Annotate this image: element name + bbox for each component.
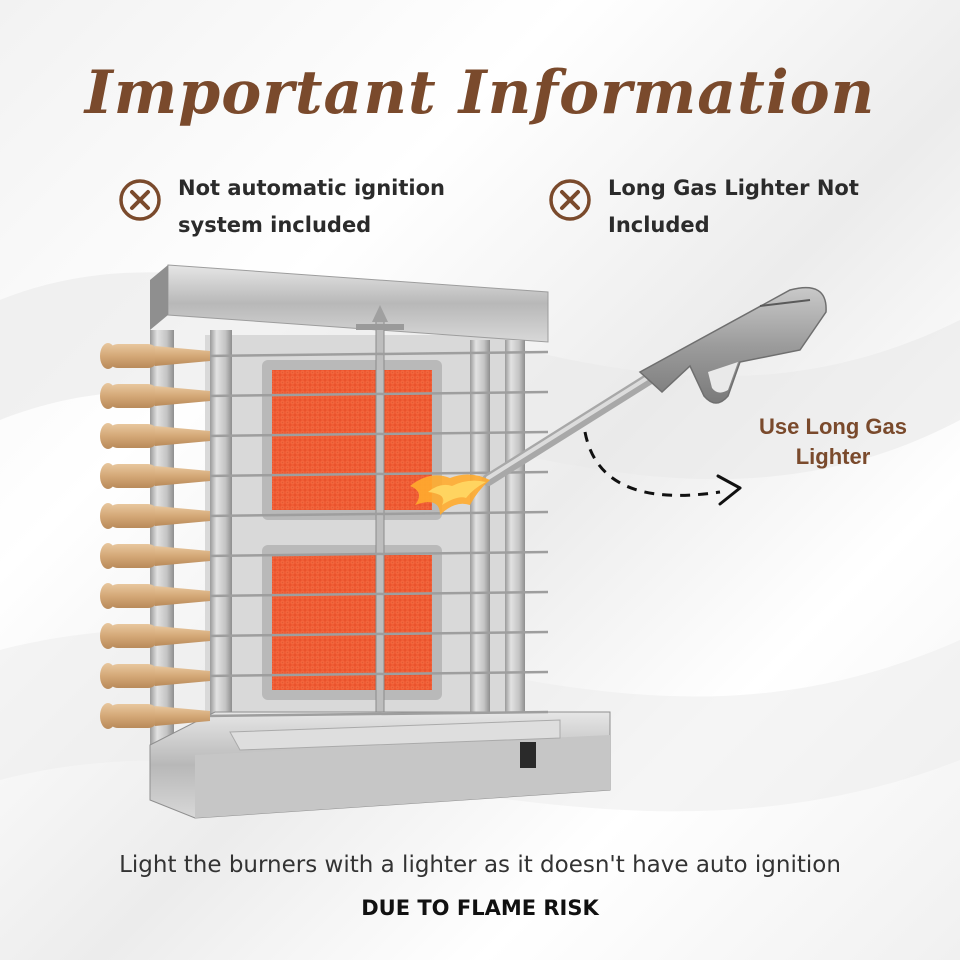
skewers — [100, 343, 549, 729]
notice-line-1: Not automatic ignition — [178, 176, 445, 200]
notice-no-auto-ignition: Not automatic ignition system included — [118, 170, 478, 244]
use-long-gas-lighter-label: Use Long Gas Lighter — [748, 412, 918, 472]
notice-line-1: Long Gas Lighter Not — [608, 176, 859, 200]
caption: Light the burners with a lighter as it d… — [119, 852, 841, 878]
x-circle-icon — [119, 179, 161, 221]
notice-no-lighter: Long Gas Lighter Not Included — [548, 170, 908, 244]
use-label-line-1: Use Long Gas — [759, 414, 907, 439]
notice-line-2: system included — [178, 213, 372, 237]
flame — [410, 474, 490, 515]
notice-text: Not automatic ignition system included — [178, 170, 445, 244]
flame-risk-warning: DUE TO FLAME RISK — [361, 896, 599, 920]
x-circle-icon — [549, 179, 591, 221]
use-label-line-2: Lighter — [795, 444, 871, 469]
notice-text: Long Gas Lighter Not Included — [608, 170, 859, 244]
notice-line-2: Included — [608, 213, 710, 237]
page-title: Important Information — [84, 58, 876, 128]
long-gas-lighter — [482, 286, 827, 486]
